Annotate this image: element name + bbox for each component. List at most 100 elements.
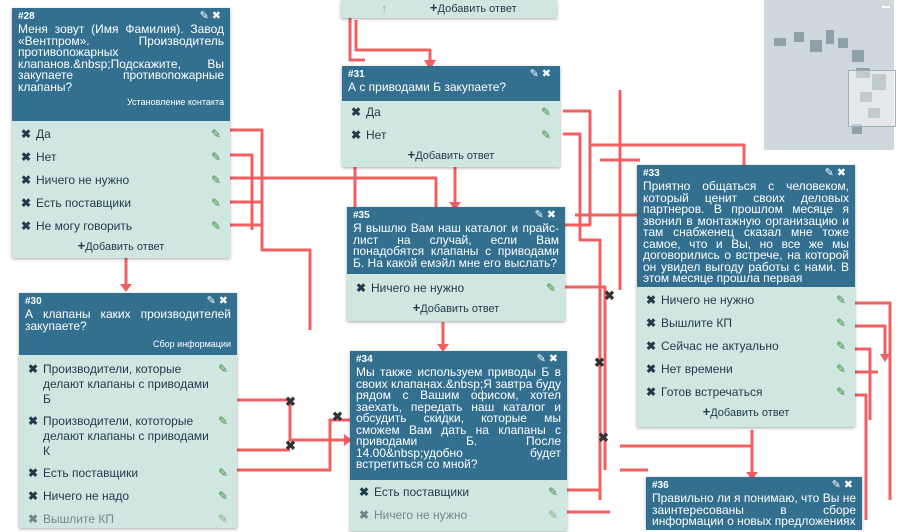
answer-item[interactable]: ✖Готов встречаться✎ <box>637 385 855 405</box>
answer-item[interactable]: ✖Вышлите КП✎ <box>19 512 237 532</box>
pencil-icon[interactable]: ✎ <box>210 150 221 164</box>
pencil-icon[interactable]: ✎ <box>217 466 228 480</box>
x-icon[interactable]: ✖ <box>21 127 32 141</box>
x-icon[interactable]: ✖ <box>646 362 657 376</box>
answer-item[interactable]: ✖Есть поставщики✎ <box>19 466 237 489</box>
pencil-icon[interactable]: ✎ <box>210 127 221 141</box>
link-delete-icon[interactable]: ✖ <box>604 288 615 303</box>
pencil-icon[interactable]: ✎ <box>835 339 846 353</box>
close-icon[interactable]: ✖ <box>546 209 559 221</box>
pencil-icon[interactable]: ✎ <box>835 293 846 307</box>
close-icon[interactable]: ✖ <box>836 167 849 179</box>
link-delete-icon[interactable]: ✖ <box>332 409 343 424</box>
node-36[interactable]: #36 ✎✖ Правильно ли я понимаю, что Вы не… <box>646 477 862 530</box>
node-tag: Сбор информации <box>153 339 231 349</box>
pencil-icon[interactable]: ✎ <box>540 128 551 142</box>
x-icon[interactable]: ✖ <box>21 173 32 187</box>
x-icon[interactable]: ✖ <box>359 508 370 522</box>
x-icon[interactable]: ✖ <box>28 489 39 503</box>
x-icon[interactable]: ✖ <box>646 385 657 399</box>
pencil-icon[interactable]: ✎ <box>210 173 221 187</box>
add-answer-button[interactable]: +Добавить ответ <box>347 301 565 316</box>
answer-item[interactable]: ✖Есть поставщики✎ <box>350 485 567 508</box>
answer-item[interactable]: ✖Нет✎ <box>342 128 560 148</box>
x-icon[interactable]: ✖ <box>28 512 39 526</box>
pencil-icon[interactable]: ✎ <box>824 167 837 179</box>
x-icon[interactable]: ✖ <box>351 128 362 142</box>
node-33[interactable]: #33 ✎✖ Приятно общаться с человеком, кот… <box>637 165 855 427</box>
x-icon[interactable]: ✖ <box>356 281 367 295</box>
link-delete-icon[interactable]: ✖ <box>285 394 296 409</box>
answer-item[interactable]: ✖Ничего не нужно✎ <box>347 281 565 301</box>
x-icon[interactable]: ✖ <box>21 196 32 210</box>
answer-item[interactable]: ✖Не могу говорить✎ <box>12 219 230 239</box>
pencil-icon[interactable]: ✎ <box>545 281 556 295</box>
answer-item[interactable]: ✖Производители, которые делают клапаны с… <box>19 362 237 414</box>
answer-item[interactable]: ✖Ничего не нужно✎ <box>637 293 855 316</box>
link-delete-icon[interactable]: ✖ <box>598 430 609 445</box>
pencil-icon[interactable]: ✎ <box>217 512 228 526</box>
close-icon[interactable]: ✖ <box>548 353 561 365</box>
answer-item[interactable]: ✖Производители, кототорые делают клапаны… <box>19 414 237 466</box>
answer-item[interactable]: ✖Ничего не нужно✎ <box>12 173 230 196</box>
x-icon[interactable]: ✖ <box>646 316 657 330</box>
x-icon[interactable]: ✖ <box>28 466 39 480</box>
x-icon[interactable]: ✖ <box>21 219 32 233</box>
node-31[interactable]: #31 ✎✖ А с приводами Б закупаете? ✖Да✎ ✖… <box>342 66 560 167</box>
link-delete-icon[interactable]: ✖ <box>594 355 605 370</box>
node-34[interactable]: #34 ✎✖ Мы также используем приводы Б в с… <box>350 351 567 531</box>
minimap-node <box>872 74 886 90</box>
minimap[interactable] <box>764 0 896 150</box>
node-text: А клапаны каких производителей закупаете… <box>25 307 231 333</box>
x-icon[interactable]: ✖ <box>359 485 370 499</box>
answer-item[interactable]: ✖Нет времени✎ <box>637 362 855 385</box>
x-icon[interactable]: ✖ <box>21 150 32 164</box>
pencil-icon[interactable]: ✎ <box>540 105 551 119</box>
x-icon[interactable]: ✖ <box>646 339 657 353</box>
close-icon[interactable]: ✖ <box>541 68 554 80</box>
pencil-icon[interactable]: ✎ <box>217 414 228 428</box>
link-delete-icon[interactable]: ✖ <box>285 438 296 453</box>
answer-item[interactable]: ✖Да✎ <box>12 127 230 150</box>
pencil-icon[interactable]: ✎ <box>217 362 228 376</box>
pencil-icon[interactable]: ✎ <box>547 508 558 522</box>
node-28[interactable]: #28 ✎✖ Меня зовут (Имя Фамилия). Завод «… <box>12 8 230 258</box>
pencil-icon[interactable]: ✎ <box>536 353 549 365</box>
close-icon[interactable]: ✖ <box>843 479 856 491</box>
pencil-icon[interactable]: ✎ <box>199 10 212 22</box>
close-icon[interactable]: ✖ <box>218 295 231 307</box>
answer-item[interactable]: ✖Вышлите КП✎ <box>637 316 855 339</box>
pencil-icon[interactable]: ✎ <box>547 485 558 499</box>
pencil-icon[interactable]: ✎ <box>831 479 844 491</box>
answer-item[interactable]: ✖Есть поставщики✎ <box>12 196 230 219</box>
pencil-icon[interactable]: ✎ <box>835 362 846 376</box>
node-tag: Установление контакта <box>126 97 224 107</box>
node-30[interactable]: #30 ✎✖ А клапаны каких производителей за… <box>19 293 237 528</box>
pencil-icon[interactable]: ✎ <box>835 385 846 399</box>
minimap-close-icon[interactable] <box>882 6 890 8</box>
answer-item[interactable]: ✖Ничего не надо✎ <box>19 489 237 512</box>
pencil-icon[interactable]: ✎ <box>210 196 221 210</box>
x-icon[interactable]: ✖ <box>28 414 39 428</box>
minimap-viewport[interactable] <box>848 70 896 127</box>
answer-item[interactable]: ✖ Нет ✎ <box>12 150 230 173</box>
x-icon[interactable]: ✖ <box>28 362 39 376</box>
pencil-icon[interactable]: ✎ <box>534 209 547 221</box>
answer-item[interactable]: ✖Да✎ <box>342 105 560 128</box>
add-answer-button[interactable]: +Добавить ответ <box>342 148 560 163</box>
answer-item[interactable]: ✖Сейчас не актуально✎ <box>637 339 855 362</box>
node-35[interactable]: #35 ✎✖ Я вышлю Вам наш каталог и прайс-л… <box>347 207 565 321</box>
add-answer-button[interactable]: ↑ +Добавить ответ <box>341 0 557 17</box>
pencil-icon[interactable]: ✎ <box>217 489 228 503</box>
x-icon[interactable]: ✖ <box>351 105 362 119</box>
answer-label: Нет <box>36 150 57 164</box>
pencil-icon[interactable]: ✎ <box>835 316 846 330</box>
add-answer-button[interactable]: +Добавить ответ <box>12 239 230 254</box>
answer-item[interactable]: ✖Ничего не нужно✎ <box>350 508 567 528</box>
pencil-icon[interactable]: ✎ <box>210 219 221 233</box>
pencil-icon[interactable]: ✎ <box>529 68 542 80</box>
pencil-icon[interactable]: ✎ <box>206 295 219 307</box>
close-icon[interactable]: ✖ <box>211 10 224 22</box>
x-icon[interactable]: ✖ <box>646 293 657 307</box>
add-answer-button[interactable]: +Добавить ответ <box>637 405 855 420</box>
